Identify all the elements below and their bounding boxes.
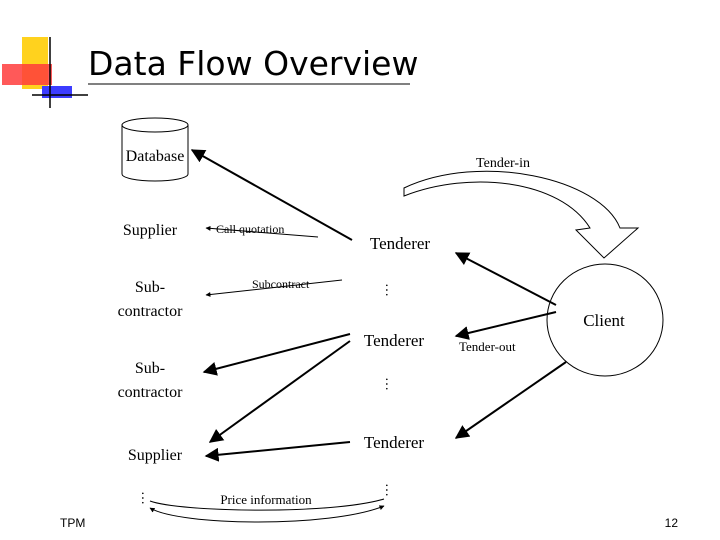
database-node: Database xyxy=(121,117,189,182)
tenderer-to-database-arrow xyxy=(190,149,353,241)
ellipsis-3: … xyxy=(382,483,397,497)
subcontract-label: Subcontract xyxy=(252,277,310,291)
tenderer-node-1: Tenderer xyxy=(370,234,430,253)
subcontractor-top-node: Sub- contractor xyxy=(118,279,184,320)
page-number: 12 xyxy=(664,516,678,530)
tenderer-node-2: Tenderer xyxy=(364,331,424,350)
tenderer-2-to-subcontractor-arrow xyxy=(202,333,351,376)
svg-text:contractor: contractor xyxy=(118,384,184,401)
tender-in-label: Tender-in xyxy=(476,156,530,171)
tender-in-arrow xyxy=(403,170,640,259)
ellipsis-2: … xyxy=(382,377,397,391)
tenderer-3-to-supplier-arrow xyxy=(204,441,351,462)
price-information-loop xyxy=(149,498,385,523)
supplier-bottom-node: Supplier xyxy=(128,447,183,464)
client-to-tenderer-3-arrow xyxy=(454,361,567,439)
svg-text:Sub-: Sub- xyxy=(135,360,165,377)
price-information-label: Price information xyxy=(220,492,312,507)
tender-out-label: Tender-out xyxy=(459,339,516,354)
title-accent-decoration xyxy=(2,37,410,108)
supplier-top-node: Supplier xyxy=(123,222,178,239)
tenderer-node-3: Tenderer xyxy=(364,433,424,452)
svg-text:Sub-: Sub- xyxy=(135,279,165,296)
client-to-tenderer-1-arrow xyxy=(454,252,557,306)
database-label: Database xyxy=(126,148,185,165)
tenderer-2-to-supplier-arrow xyxy=(208,340,351,443)
svg-text:contractor: contractor xyxy=(118,303,184,320)
ellipsis-4: … xyxy=(138,491,153,505)
call-quotation-arrow xyxy=(205,225,319,238)
client-node: Client xyxy=(546,263,664,377)
slide-title: Data Flow Overview xyxy=(88,44,419,83)
call-quotation-label: Call quotation xyxy=(216,222,284,236)
ellipsis-1: … xyxy=(382,283,397,297)
subcontract-arrow xyxy=(205,279,343,297)
client-to-tenderer-2-arrow xyxy=(454,311,557,340)
footer-label: TPM xyxy=(60,516,86,530)
subcontractor-mid-node: Sub- contractor xyxy=(118,360,184,401)
client-label: Client xyxy=(583,311,625,330)
